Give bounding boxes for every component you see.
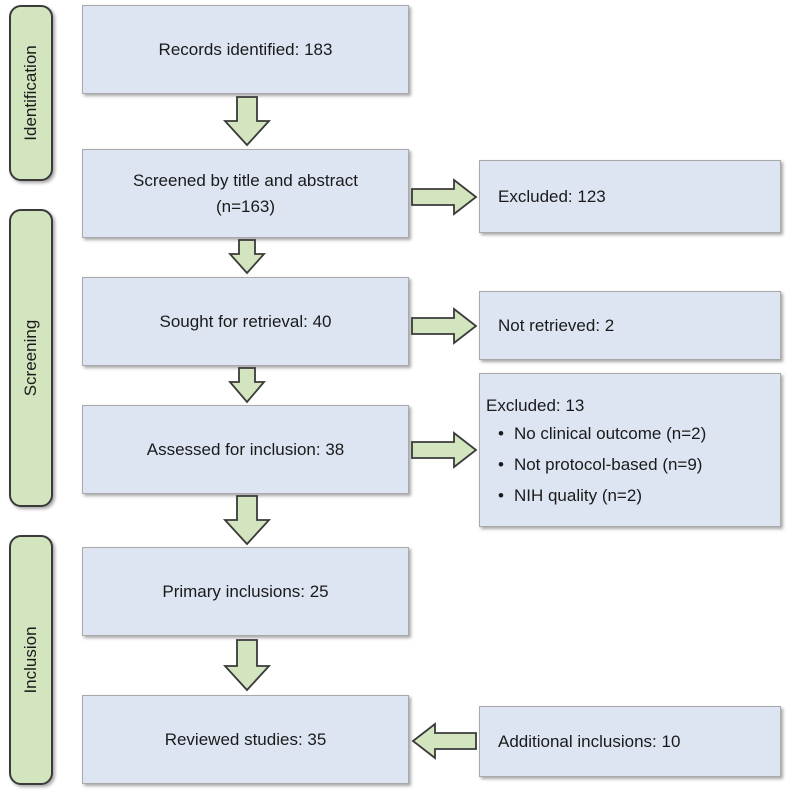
arrow-down-icon [222,639,272,692]
arrow-left-icon [411,722,477,760]
arrow-down-icon [222,96,272,147]
exclusion-reason-item: NIH quality (n=2) [498,484,706,515]
exclusion-reason-item: No clinical outcome (n=2) [498,422,706,453]
screened-text-line2: (n=163) [215,196,276,216]
sought-text: Sought for retrieval: 40 [159,311,332,331]
excluded-screening-box: Excluded: 123 [479,160,781,233]
primary-inclusions-box: Primary inclusions: 25 [82,547,409,636]
reviewed-studies-box: Reviewed studies: 35 [82,695,409,784]
sought-box: Sought for retrieval: 40 [82,277,409,366]
excluded-assessment-box: Excluded: 13 No clinical outcome (n=2) N… [479,373,781,527]
additional-inclusions-text: Additional inclusions: 10 [498,731,681,751]
exclusion-reason-item: Not protocol-based (n=9) [498,453,706,484]
assessed-text: Assessed for inclusion: 38 [146,439,345,459]
primary-inclusions-text: Primary inclusions: 25 [162,581,329,601]
records-identified-box: Records identified: 183 [82,5,409,94]
not-retrieved-text: Not retrieved: 2 [498,315,615,335]
arrow-right-icon [411,307,478,345]
records-identified-text: Records identified: 183 [158,39,333,59]
arrow-down-icon [227,239,267,275]
arrow-right-icon [411,178,478,216]
screened-box: Screened by title and abstract (n=163) [82,149,409,238]
excluded-screening-text: Excluded: 123 [498,186,606,206]
arrow-down-icon [222,495,272,546]
not-retrieved-box: Not retrieved: 2 [479,291,781,360]
phase-screening: Screening [9,209,53,507]
reviewed-studies-text: Reviewed studies: 35 [164,729,327,749]
exclusion-reasons-list: No clinical outcome (n=2) Not protocol-b… [498,422,706,515]
screened-text-line1: Screened by title and abstract [133,171,358,190]
arrow-right-icon [411,431,478,469]
assessed-box: Assessed for inclusion: 38 [82,405,409,494]
arrow-down-icon [228,367,266,404]
excluded-assessment-heading: Excluded: 13 [486,396,585,415]
phase-identification: Identification [9,5,53,181]
additional-inclusions-box: Additional inclusions: 10 [479,706,781,777]
phase-inclusion: Inclusion [9,535,53,785]
